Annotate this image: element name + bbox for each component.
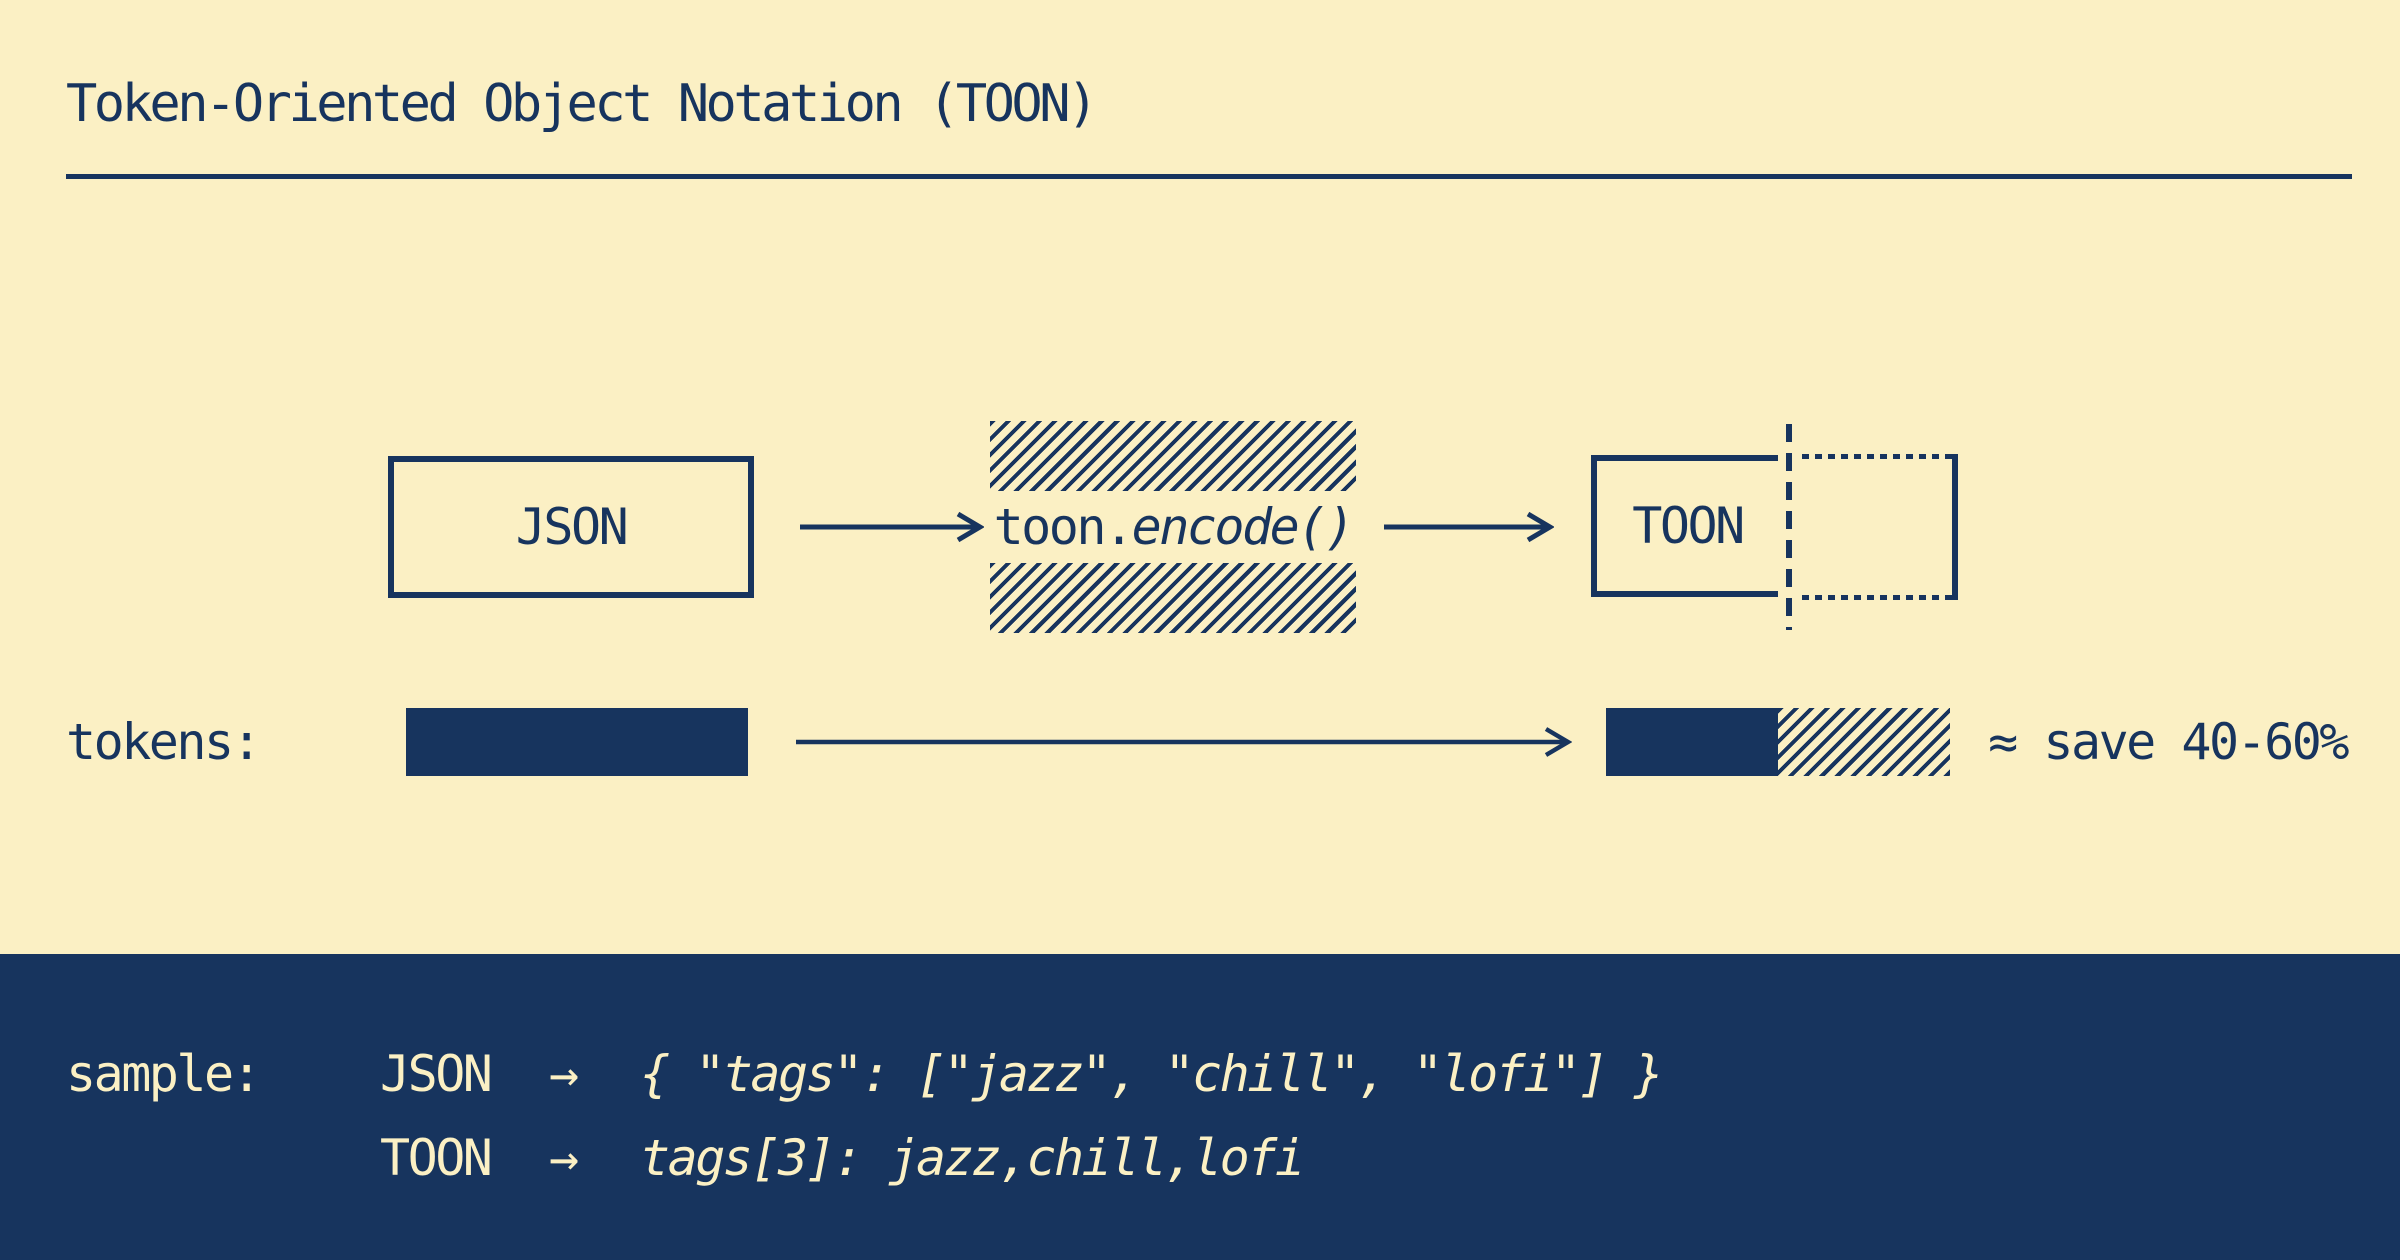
arrow-right-icon	[796, 727, 1572, 757]
sample-row-format: TOON	[380, 1129, 493, 1187]
encode-hatch-bottom	[990, 563, 1356, 633]
sample-section: sample: JSON → { "tags": ["jazz", "chill…	[0, 954, 2400, 1260]
sample-label: sample:	[66, 1045, 262, 1103]
tokens-label: tokens:	[66, 713, 262, 771]
sample-row-arrow-icon: →	[549, 1129, 579, 1187]
encode-hatch-top	[990, 421, 1356, 491]
json-box-label: JSON	[515, 498, 629, 556]
encode-label-italic: encode()	[1131, 498, 1355, 556]
toon-cut-dashed-line	[1786, 424, 1792, 630]
toon-box: TOON	[1591, 455, 1778, 597]
toon-token-bar-hatched	[1778, 708, 1950, 776]
json-token-bar	[406, 708, 748, 776]
sample-row-code: tags[3]: jazz,chill,lofi	[640, 1129, 1305, 1187]
sample-row-arrow-icon: →	[549, 1045, 579, 1103]
toon-token-bar-solid	[1606, 708, 1778, 776]
savings-note: ≈ save 40-60%	[1988, 713, 2349, 771]
page-title: Token-Oriented Object Notation (TOON)	[66, 74, 1098, 134]
toon-box-label: TOON	[1632, 497, 1745, 555]
arrow-right-icon	[1384, 511, 1554, 543]
arrow-right-icon	[800, 511, 984, 543]
encode-label: toon.encode()	[990, 491, 1356, 563]
sample-row-format: JSON	[380, 1045, 493, 1103]
json-box: JSON	[388, 456, 754, 598]
encode-label-regular: toon.	[993, 498, 1135, 556]
sample-row-code: { "tags": ["jazz", "chill", "lofi"] }	[640, 1045, 1664, 1103]
toon-saved-dotted-box	[1802, 454, 1958, 600]
title-divider	[66, 174, 2352, 179]
